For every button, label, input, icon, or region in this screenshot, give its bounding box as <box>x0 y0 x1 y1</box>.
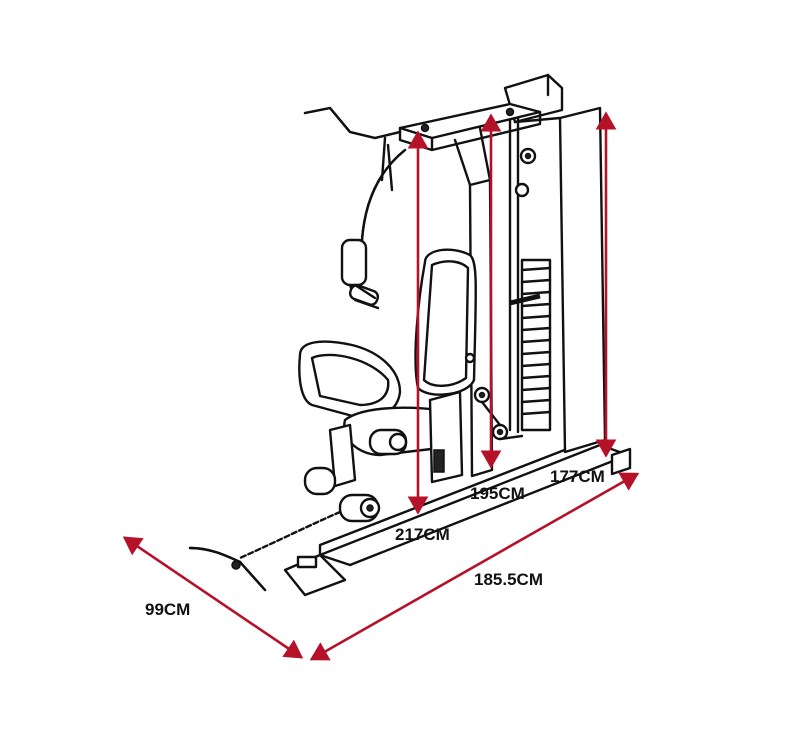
press-arm <box>340 148 407 310</box>
width-label: 99CM <box>145 600 190 619</box>
dimension-arrows <box>122 111 640 661</box>
seat-support <box>328 390 464 488</box>
back-pad <box>414 248 477 396</box>
lat-pulldown-bar <box>303 106 402 192</box>
dimension-labels: 217CM 195CM 177CM 185.5CM 99CM <box>145 467 605 619</box>
height-c-label: 177CM <box>550 467 605 486</box>
width-arrow <box>122 536 304 659</box>
height-a-label: 217CM <box>395 525 450 544</box>
length-arrow <box>309 472 640 661</box>
weight-plates <box>509 258 552 432</box>
weight-stack-tower <box>503 73 607 454</box>
length-label: 185.5CM <box>474 570 543 589</box>
height-b-label: 195CM <box>470 484 525 503</box>
